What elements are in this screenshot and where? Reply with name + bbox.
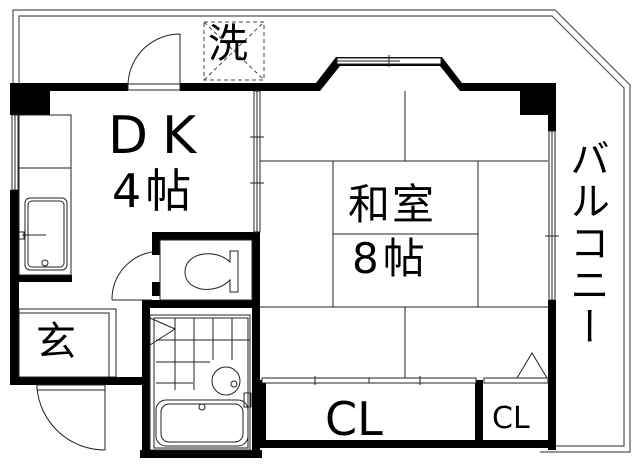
laundry-label: 洗 <box>208 21 248 67</box>
dk-room-size: 4帖 <box>112 164 196 218</box>
balcony-railing <box>12 9 631 453</box>
interior-lines <box>11 33 559 451</box>
washitsu-room-size: 8帖 <box>352 234 429 283</box>
washitsu-room-label: 和室 <box>348 180 437 229</box>
dk-room-label: DK <box>108 106 211 166</box>
genkan-label: 玄 <box>36 319 76 365</box>
closet-large-label: CL <box>325 392 383 446</box>
balcony-label: バルコニー <box>563 138 609 348</box>
exterior-walls <box>10 57 556 458</box>
closet-small-label: CL <box>492 401 530 436</box>
laundry-space <box>203 21 265 81</box>
